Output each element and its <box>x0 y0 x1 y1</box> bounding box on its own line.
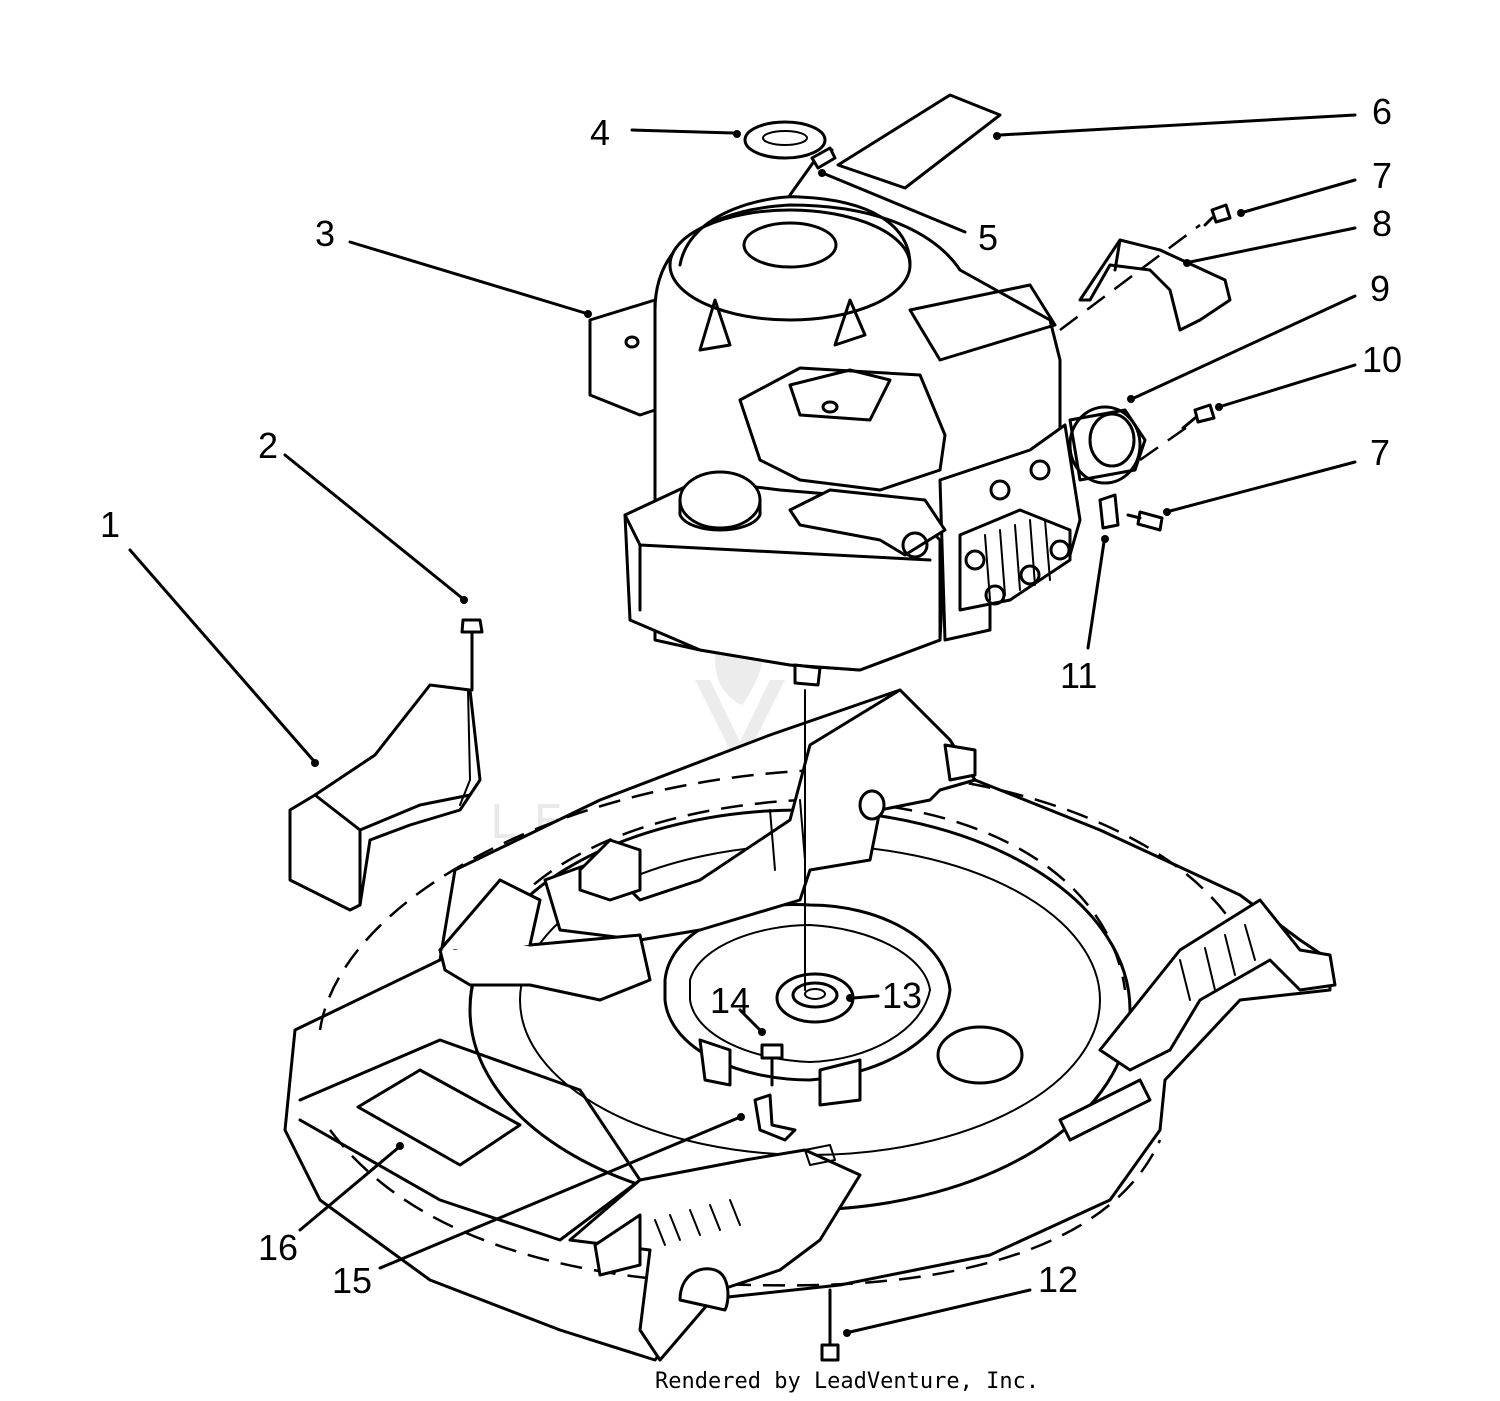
mower-deck <box>283 688 1337 1362</box>
callout-2: 2 <box>258 425 278 466</box>
watermark-v-logo-icon <box>695 680 785 770</box>
callout-7-lower: 7 <box>1370 432 1390 473</box>
callout-labels: 1 2 3 4 5 6 7 8 9 10 7 11 12 13 14 15 16 <box>100 91 1402 1301</box>
callout-7-upper: 7 <box>1372 155 1392 196</box>
primer-knob <box>743 120 827 160</box>
callout-15: 15 <box>332 1260 372 1301</box>
callout-5: 5 <box>978 217 998 258</box>
render-credit: Rendered by LeadVenture, Inc. <box>655 1369 1039 1394</box>
primer-line <box>788 146 837 197</box>
callout-12: 12 <box>1038 1259 1078 1300</box>
throttle-clamp <box>1098 493 1120 530</box>
alignment-line-upper <box>1059 224 1201 331</box>
engine <box>588 195 1082 687</box>
callout-1: 1 <box>100 504 120 545</box>
callout-8: 8 <box>1372 203 1392 244</box>
bolt-12 <box>820 1288 840 1362</box>
callout-9: 9 <box>1370 268 1390 309</box>
callout-11: 11 <box>1060 655 1097 696</box>
callout-4: 4 <box>590 112 610 153</box>
leader-lines <box>128 113 1357 1337</box>
callout-6: 6 <box>1372 91 1392 132</box>
mounting-bracket <box>1078 238 1232 332</box>
angle-clip <box>753 1093 797 1142</box>
bolt-2 <box>460 618 484 692</box>
callout-14: 14 <box>710 980 750 1021</box>
callout-3: 3 <box>315 213 335 254</box>
callout-13: 13 <box>882 975 922 1016</box>
bolt-7-upper <box>1203 203 1232 227</box>
alignment-line-lower <box>1139 423 1191 462</box>
discharge-deflector <box>288 683 482 912</box>
deck-label-decal <box>356 1068 522 1167</box>
bolt-14 <box>760 1043 784 1087</box>
bolt-7-lower <box>1126 510 1164 532</box>
bolt-10 <box>1181 403 1216 430</box>
starter-pulley <box>1068 405 1147 485</box>
engine-decal <box>836 93 1002 190</box>
callout-10: 10 <box>1362 339 1402 380</box>
callout-16: 16 <box>258 1227 298 1268</box>
